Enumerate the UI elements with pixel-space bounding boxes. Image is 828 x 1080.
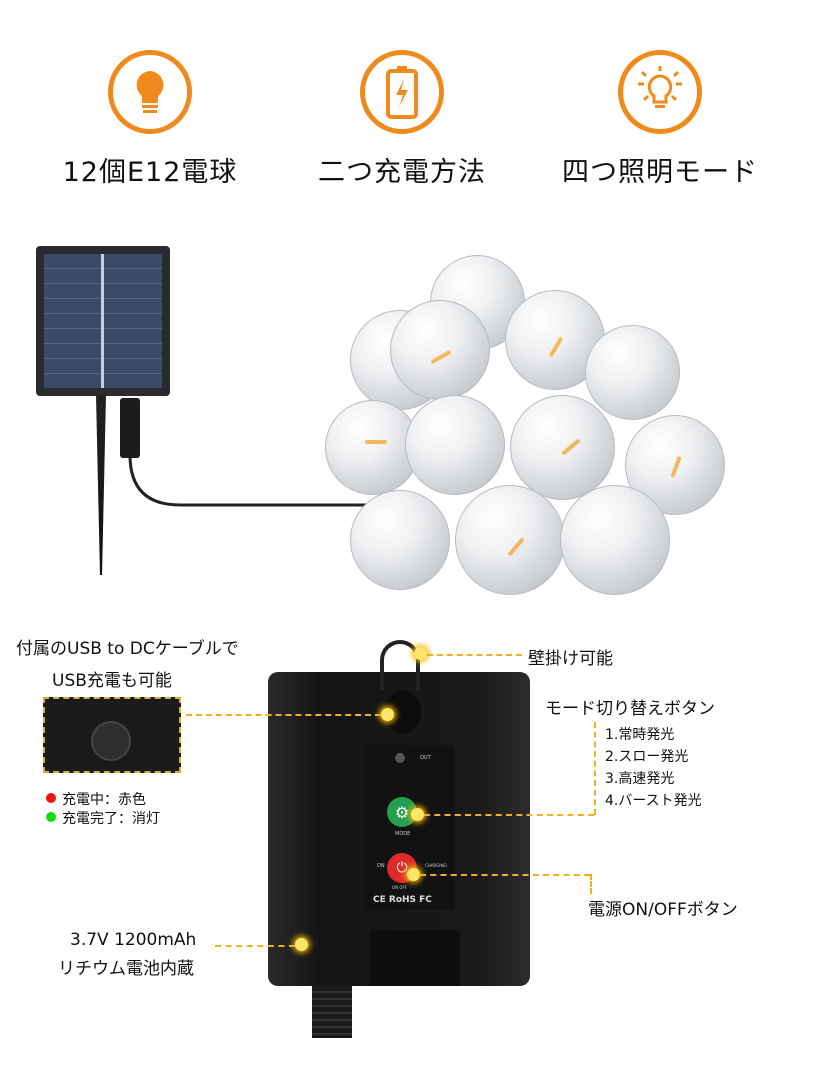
output-connector [312, 986, 352, 1038]
gear-icon: ⚙ [394, 802, 410, 822]
charging-label: CHARGING [425, 863, 447, 868]
usb-charging-note: 付属のUSB to DCケーブルで [16, 639, 239, 659]
panel-connector [120, 398, 140, 458]
solar-panel [36, 246, 170, 396]
light-mode-icon [618, 50, 702, 134]
feature-modes: 四つ照明モード [540, 50, 780, 189]
mode-2: 2.スロー発光 [605, 749, 689, 765]
power-icon: ⏻ [396, 860, 408, 876]
control-panel: OUT ⚙ MODE ON CHARGING ⏻ ON OFF CE RoHS … [365, 745, 455, 910]
cert-logos: CE RoHS FC [373, 895, 432, 905]
green-dot-icon [46, 812, 56, 822]
charging-status-red: 充電中：赤色 [62, 792, 146, 808]
mode-1: 1.常時発光 [605, 727, 675, 743]
battery-charging-icon [360, 50, 444, 134]
mode-3: 3.高速発光 [605, 771, 675, 787]
onoff-label: ON OFF [392, 885, 408, 890]
bulb-icon [108, 50, 192, 134]
bulb-string-lights [320, 255, 735, 600]
feature-label: 四つ照明モード [562, 157, 758, 188]
battery-cover [370, 930, 460, 986]
feature-charging: 二つ充電方法 [282, 50, 522, 189]
mode-label: MODE [395, 831, 411, 837]
solar-stake [96, 395, 106, 575]
red-dot-icon [46, 793, 56, 803]
feature-label: 二つ充電方法 [318, 157, 486, 188]
out-label: OUT [420, 755, 431, 761]
battery-type: リチウム電池内蔵 [58, 959, 194, 979]
feature-bulbs: 12個E12電球 [30, 50, 270, 189]
battery-spec: 3.7V 1200mAh [70, 930, 197, 950]
cable [128, 454, 370, 507]
wall-mount-label: 壁掛け可能 [528, 649, 613, 669]
mode-button-label: モード切り替えボタン [545, 699, 715, 719]
wall-hook [380, 640, 420, 690]
mode-4: 4.バースト発光 [605, 793, 702, 809]
feature-label: 12個E12電球 [62, 157, 238, 188]
power-button-label: 電源ON/OFFボタン [588, 900, 738, 920]
on-label: ON [377, 863, 385, 869]
dc-port-closeup [43, 697, 181, 773]
charging-status-green: 充電完了：消灯 [62, 811, 160, 827]
usb-charging-note-2: USB充電も可能 [52, 671, 172, 691]
